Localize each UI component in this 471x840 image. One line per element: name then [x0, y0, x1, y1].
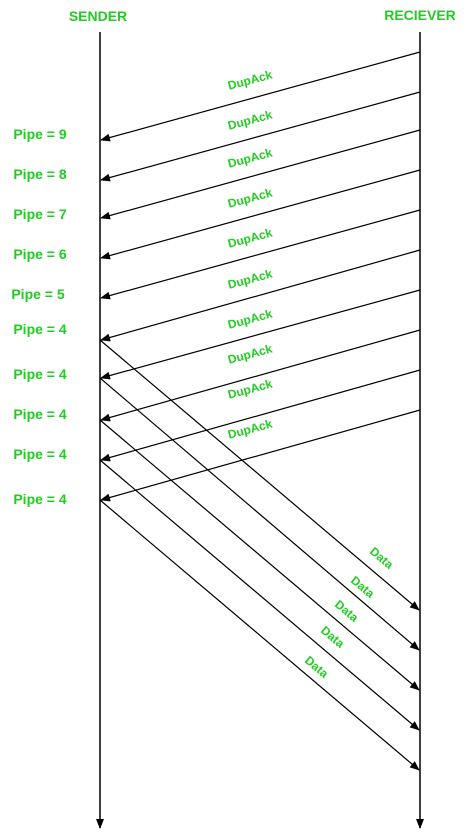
sender-label: SENDER [69, 8, 127, 24]
data-arrow [99, 499, 420, 771]
dupack-arrow [100, 329, 421, 422]
pipe-label: Pipe = 8 [13, 166, 67, 182]
pipe-label: Pipe = 7 [13, 206, 67, 222]
dupack-label: DupAck [226, 376, 274, 401]
pipe-label: Pipe = 4 [13, 446, 67, 462]
data-label: Data [348, 573, 377, 601]
dupack-label: DupAck [226, 225, 274, 250]
data-arrow [99, 419, 420, 691]
dupack-arrow [100, 209, 421, 300]
dupack-arrow [100, 289, 421, 380]
data-arrow [99, 377, 420, 651]
dupack-arrow [100, 129, 421, 220]
dupack-arrow [100, 249, 421, 342]
data-label: Data [318, 623, 347, 651]
dupack-labels: DupAck DupAck DupAck DupAck DupAck DupAc… [226, 67, 274, 441]
dupack-label: DupAck [226, 185, 274, 210]
pipe-label: Pipe = 4 [13, 366, 67, 382]
pipe-label: Pipe = 9 [13, 126, 67, 142]
pipe-labels: Pipe = 9 Pipe = 8 Pipe = 7 Pipe = 6 Pipe… [11, 126, 67, 507]
data-arrows [99, 339, 420, 771]
dupack-arrow [100, 169, 421, 260]
data-arrow [99, 339, 420, 611]
dupack-label: DupAck [226, 145, 274, 170]
dupack-label: DupAck [226, 67, 274, 92]
pipe-label: Pipe = 5 [11, 286, 65, 302]
dupack-arrow [100, 91, 421, 182]
pipe-label: Pipe = 6 [13, 246, 67, 262]
data-label: Data [302, 653, 331, 681]
dupack-label: DupAck [226, 107, 274, 132]
dupack-arrow [100, 369, 421, 462]
dupack-label: DupAck [226, 306, 274, 331]
dupack-label: DupAck [226, 341, 274, 366]
data-labels: Data Data Data Data Data [302, 544, 396, 681]
dupack-arrow [100, 409, 421, 502]
dupack-label: DupAck [226, 266, 274, 291]
dupack-arrows [100, 51, 421, 502]
pipe-label: Pipe = 4 [13, 406, 67, 422]
receiver-label: RECIEVER [384, 7, 456, 23]
data-arrow [99, 459, 420, 731]
data-label: Data [367, 544, 396, 572]
pipe-label: Pipe = 4 [13, 491, 67, 507]
dupack-arrow [100, 51, 421, 142]
dupack-label: DupAck [226, 416, 274, 441]
pipe-label: Pipe = 4 [13, 321, 67, 337]
